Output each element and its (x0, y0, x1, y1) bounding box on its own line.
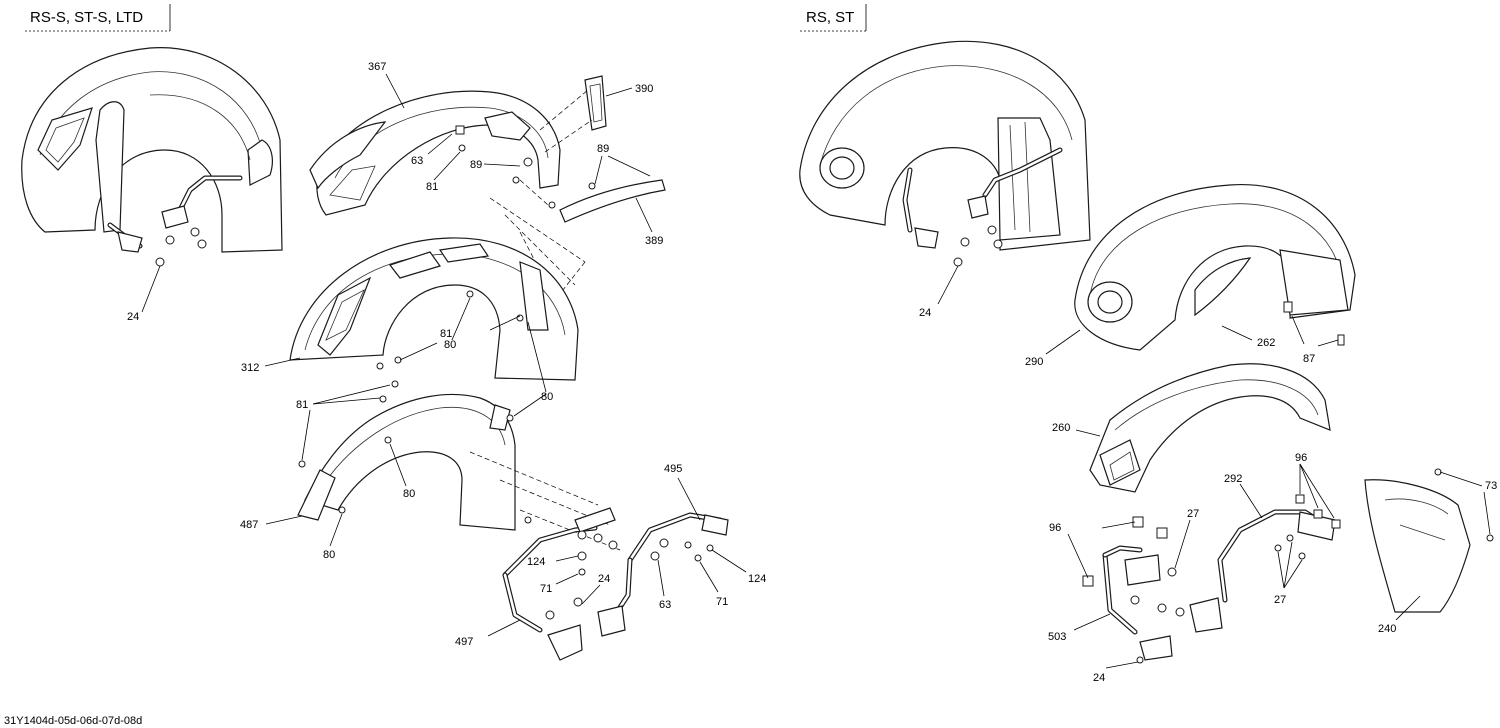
part-260-bracket (1075, 363, 1331, 493)
label-24-rail: 24 (598, 573, 610, 585)
label-71-left: 71 (540, 583, 552, 595)
label-81-lower: 81 (296, 399, 308, 411)
label-80-bottom: 80 (323, 549, 335, 561)
header-left-text: RS-S, ST-S, LTD (30, 9, 143, 26)
label-71-right: 71 (716, 596, 728, 608)
label-80-mid: 80 (444, 339, 456, 351)
label-495: 495 (664, 463, 682, 475)
label-80-right: 80 (541, 391, 553, 403)
label-497: 497 (455, 636, 473, 648)
label-87: 87 (1303, 353, 1315, 365)
label-487: 487 (240, 519, 258, 531)
part-290-fender (1045, 184, 1356, 355)
label-80-lower: 80 (403, 488, 415, 500)
assembled-fender-left (21, 47, 283, 313)
part-495-497-rails (487, 477, 747, 661)
label-27-bottom: 27 (1274, 594, 1286, 606)
label-292: 292 (1224, 473, 1242, 485)
callout-labels: 367 390 63 81 89 89 389 24 81 312 80 80 … (127, 61, 1497, 684)
label-24-top-left: 24 (127, 311, 139, 323)
label-27-top: 27 (1187, 508, 1199, 520)
label-89-left: 89 (470, 159, 482, 171)
label-312: 312 (241, 362, 259, 374)
label-73: 73 (1485, 480, 1497, 492)
label-81-mid: 81 (440, 328, 452, 340)
part-292-503-rails (1067, 463, 1341, 669)
drawing-code: 31Y1404d-05d-06d-07d-08d (4, 715, 142, 727)
label-290: 290 (1025, 356, 1043, 368)
label-367: 367 (368, 61, 386, 73)
label-63-rail: 63 (659, 599, 671, 611)
part-390-reflector (584, 75, 633, 131)
label-262: 262 (1257, 337, 1275, 349)
label-96-right: 96 (1295, 452, 1307, 464)
label-389: 389 (645, 235, 663, 247)
label-63-top: 63 (411, 155, 423, 167)
label-96-left: 96 (1049, 522, 1061, 534)
part-240-guard (1364, 468, 1494, 621)
label-89-right: 89 (597, 143, 609, 155)
header-right-text: RS, ST (806, 9, 854, 26)
label-124-left: 124 (527, 556, 545, 568)
header-right: RS, ST (800, 4, 867, 32)
header-left: RS-S, ST-S, LTD (25, 4, 171, 32)
label-24-bottom-right: 24 (1093, 672, 1105, 684)
label-240: 240 (1378, 623, 1396, 635)
part-389-strip (548, 155, 666, 233)
part-312-fender (264, 237, 579, 393)
assembled-fender-right (799, 40, 1091, 305)
label-260: 260 (1052, 422, 1070, 434)
part-487-inner-fender (265, 380, 547, 547)
label-503: 503 (1048, 631, 1066, 643)
label-390: 390 (635, 83, 653, 95)
label-81-top: 81 (426, 181, 438, 193)
label-24-top-right: 24 (919, 307, 931, 319)
label-124-right: 124 (748, 573, 766, 585)
part-367-fender-shell (309, 73, 561, 216)
